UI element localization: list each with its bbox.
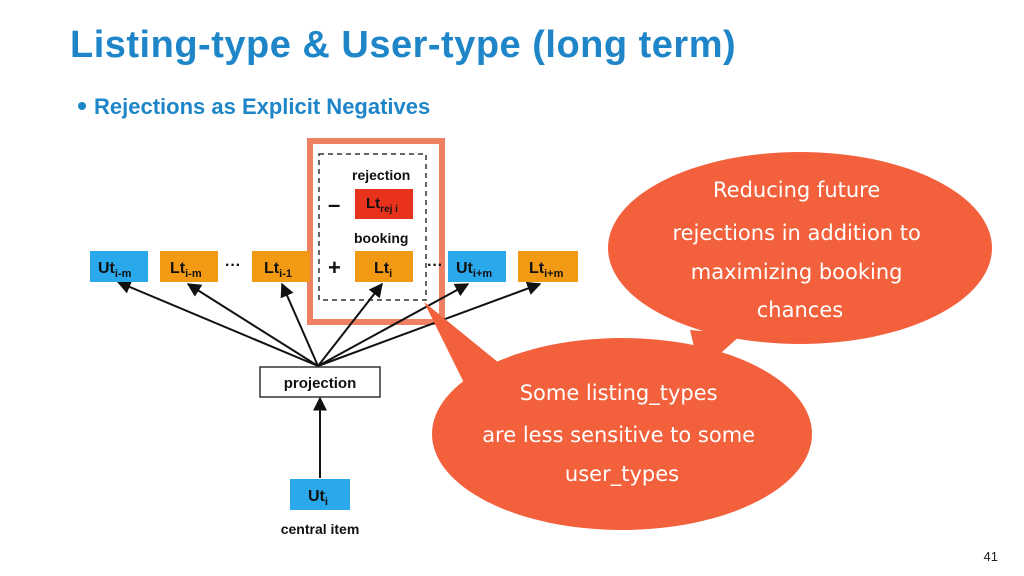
svg-text:Uti-m: Uti-m <box>98 260 132 280</box>
svg-text:Ltrej i: Ltrej i <box>366 195 398 215</box>
svg-text:Uti+m: Uti+m <box>456 260 492 280</box>
node-lt-i-plus-m: Lti+m <box>518 251 578 282</box>
dashed-box <box>318 153 427 301</box>
svg-text:projection: projection <box>284 375 357 392</box>
projection-box: projection <box>259 366 381 398</box>
svg-text:Lti: Lti <box>374 260 392 280</box>
node-lt-i-1: Lti-1 <box>252 251 310 282</box>
plus-sign: + <box>328 255 341 280</box>
bullet-rejections: Rejections as Explicit Negatives <box>78 94 430 120</box>
ellipsis-right: ··· <box>427 257 443 274</box>
svg-text:Lti-1: Lti-1 <box>264 260 292 280</box>
page-number: 41 <box>983 549 998 564</box>
minus-sign: – <box>328 192 340 217</box>
slide-title: Listing-type & User-type (long term) <box>70 24 737 66</box>
svg-text:Lti+m: Lti+m <box>529 260 564 280</box>
node-lt-rej-i: Ltrej i <box>355 189 413 219</box>
svg-text:Uti: Uti <box>308 488 328 508</box>
highlight-box <box>307 138 445 325</box>
callout-less-sensitive: Some listing_types are less sensitive to… <box>424 302 812 530</box>
node-lt-i-m: Lti-m <box>160 251 218 282</box>
ellipsis-left: ··· <box>225 257 241 274</box>
context-arrows <box>116 280 542 478</box>
central-item-label: central item <box>281 521 360 537</box>
booking-label: booking <box>354 230 408 246</box>
svg-text:Lti-m: Lti-m <box>170 260 202 280</box>
rejection-label: rejection <box>352 167 410 183</box>
bullet-dot <box>78 102 86 111</box>
node-ut-i-plus-m: Uti+m <box>448 251 506 282</box>
bullet-text: Rejections as Explicit Negatives <box>94 94 431 119</box>
node-ut-i: Uti <box>290 479 350 510</box>
node-ut-i-m: Uti-m <box>90 251 148 282</box>
svg-text:Some listing_types are l: Some listing_types are less sensitive to… <box>482 381 762 487</box>
node-lt-i: Lti <box>355 251 413 282</box>
svg-text:Reducing future rejectio: Reducing future rejections in addition t… <box>672 178 927 322</box>
callout-reducing-rejections: Reducing future rejections in addition t… <box>608 152 992 372</box>
